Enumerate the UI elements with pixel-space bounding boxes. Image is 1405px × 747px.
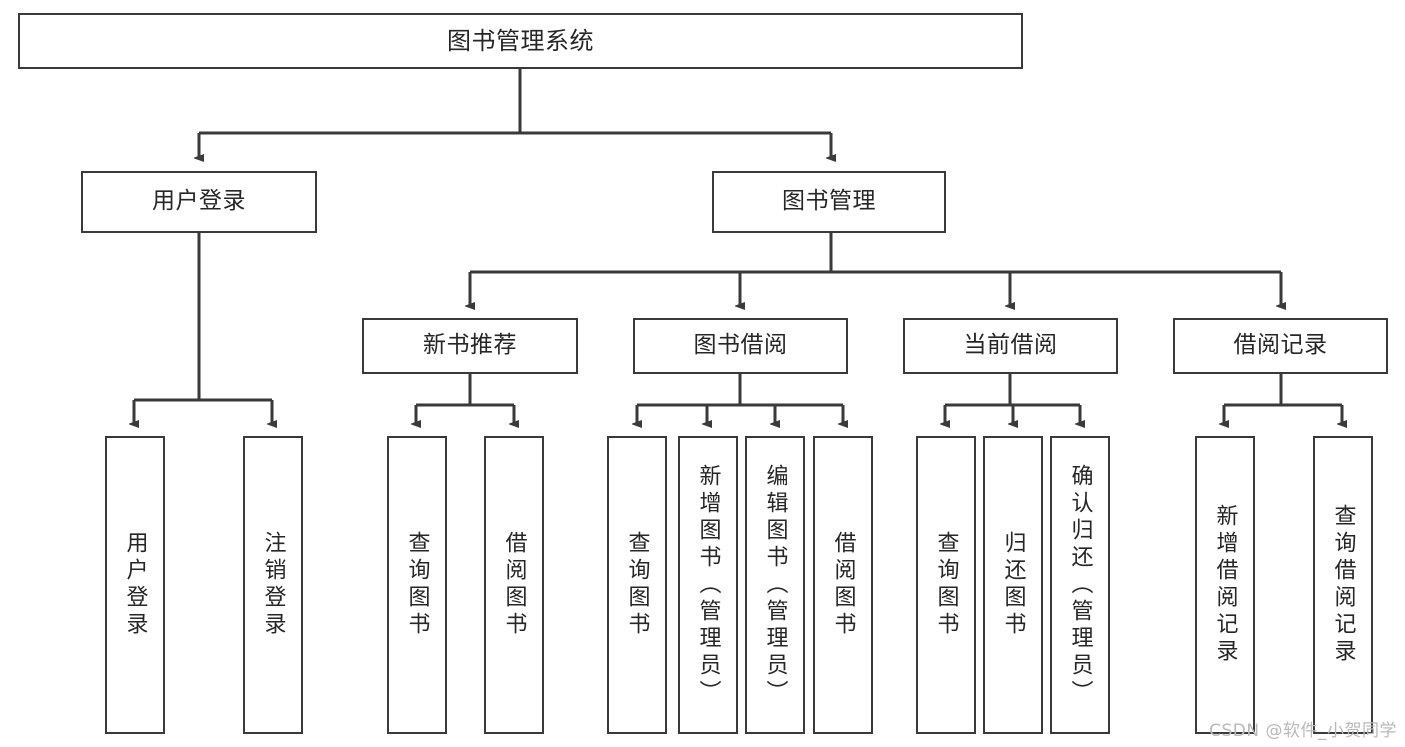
leaf-query-book-borrow[interactable]: 查询图书 <box>607 436 667 734</box>
node-current-borrow[interactable]: 当前借阅 <box>903 318 1118 374</box>
node-root-system[interactable]: 图书管理系统 <box>18 13 1023 69</box>
node-book-borrow[interactable]: 图书借阅 <box>633 318 848 374</box>
node-borrow-record[interactable]: 借阅记录 <box>1173 318 1388 374</box>
leaf-borrow-book-recommend[interactable]: 借阅图书 <box>484 436 544 734</box>
leaf-user-login[interactable]: 用户登录 <box>105 436 165 734</box>
node-user-login[interactable]: 用户登录 <box>81 171 317 233</box>
leaf-query-borrow-record[interactable]: 查询借阅记录 <box>1313 436 1373 734</box>
leaf-user-logout[interactable]: 注销登录 <box>243 436 303 734</box>
leaf-query-book-recommend[interactable]: 查询图书 <box>387 436 447 734</box>
leaf-edit-book-admin[interactable]: 编辑图书（管理员） <box>745 436 805 734</box>
leaf-add-borrow-record[interactable]: 新增借阅记录 <box>1195 436 1255 734</box>
leaf-query-book-current[interactable]: 查询图书 <box>916 436 976 734</box>
leaf-confirm-return-admin[interactable]: 确认归还（管理员） <box>1050 436 1110 734</box>
leaf-add-book-admin[interactable]: 新增图书（管理员） <box>678 436 738 734</box>
leaf-borrow-book-borrow[interactable]: 借阅图书 <box>813 436 873 734</box>
node-new-book-recommend[interactable]: 新书推荐 <box>362 318 578 374</box>
csdn-watermark: CSDN @软件_小贺同学 <box>1209 721 1397 741</box>
leaf-return-book[interactable]: 归还图书 <box>983 436 1043 734</box>
node-book-management[interactable]: 图书管理 <box>712 171 946 233</box>
